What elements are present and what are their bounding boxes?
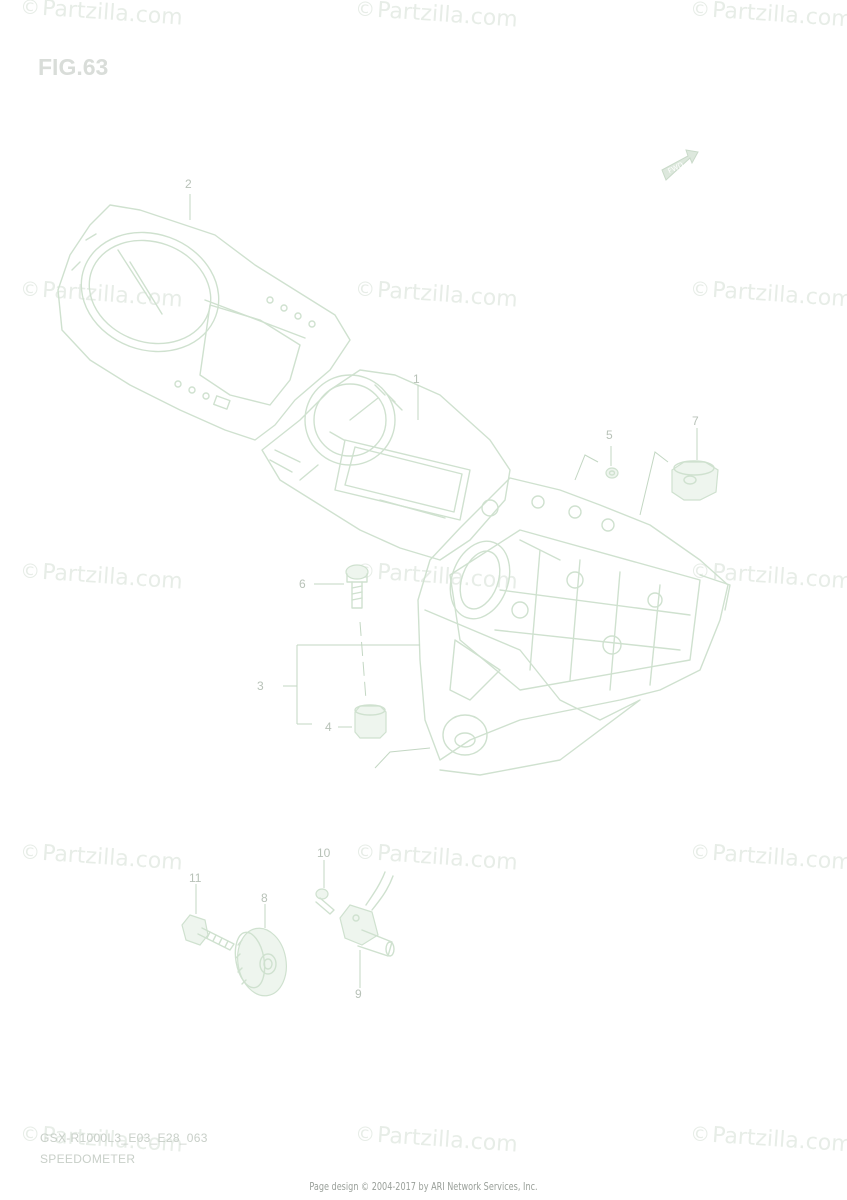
part-11-bolt <box>181 914 235 951</box>
part-4-cushion <box>354 704 387 739</box>
part-2-meter-cover <box>57 204 351 441</box>
meter-lower-case <box>417 477 731 776</box>
part-7-cushion <box>671 460 719 501</box>
callout-9: 9 <box>355 987 362 1001</box>
forward-arrow-icon: FWD <box>661 149 699 181</box>
diagram-title: SPEEDOMETER <box>40 1152 136 1166</box>
part-5-washer <box>605 467 619 479</box>
callout-1: 1 <box>413 372 420 386</box>
leader-line <box>359 621 367 701</box>
part-6-screw <box>345 564 369 609</box>
svg-text:FWD: FWD <box>667 161 685 176</box>
leader-line <box>374 747 431 769</box>
part-9-speed-sensor <box>339 871 395 957</box>
part-8-gear <box>234 927 287 997</box>
bracket-3-leader <box>283 644 420 725</box>
callout-8: 8 <box>261 891 268 905</box>
callout-6: 6 <box>299 577 306 591</box>
callout-2: 2 <box>185 177 192 191</box>
page-footer: Page design © 2004-2017 by ARI Network S… <box>309 1180 538 1193</box>
callout-3: 3 <box>257 679 264 693</box>
model-code: GSX-R1000L3_E03_E28_063 <box>40 1131 208 1145</box>
callout-4: 4 <box>325 720 332 734</box>
callout-10: 10 <box>317 846 331 860</box>
callout-5: 5 <box>606 428 613 442</box>
part-10-screw <box>315 888 335 915</box>
callout-11: 11 <box>189 871 202 885</box>
callout-7: 7 <box>692 414 699 428</box>
part-1-meter-assembly <box>261 369 511 561</box>
leader-line <box>574 454 599 481</box>
figure-label: FIG.63 <box>38 54 109 80</box>
leader-line <box>639 451 669 516</box>
